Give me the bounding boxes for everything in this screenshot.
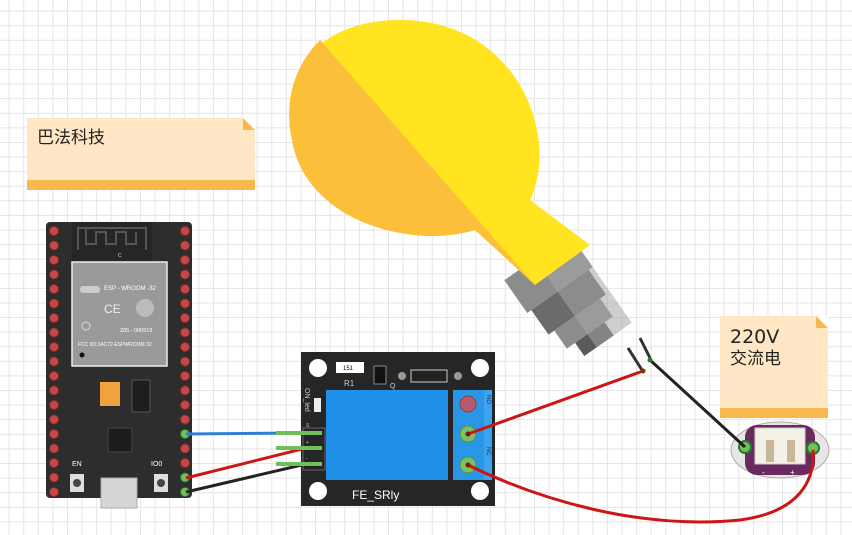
- gpio-pin[interactable]: [49, 356, 59, 367]
- gpio-pin[interactable]: [180, 327, 190, 338]
- module-name: ESP - WROOM -32: [104, 286, 157, 292]
- gpio-pin[interactable]: [180, 269, 190, 280]
- minus-label: -: [306, 456, 308, 462]
- gpio-pin[interactable]: [180, 342, 190, 352]
- s-label: S: [306, 423, 310, 429]
- espressif-logo-icon: [136, 299, 154, 317]
- gpio-pin[interactable]: [49, 327, 59, 338]
- gpio-pin[interactable]: [180, 356, 190, 367]
- note-voltage: 220V: [730, 326, 780, 348]
- gpio-pin[interactable]: [49, 400, 59, 410]
- note-text: 巴法科技: [37, 128, 105, 148]
- esp32-board[interactable]: C ESP - WROOM -32 CE 205 - 000519 FCC 9D…: [46, 222, 192, 509]
- note-power[interactable]: 220V 交流电: [720, 316, 828, 418]
- gpio-pin[interactable]: [180, 313, 190, 323]
- header-pin-gnd[interactable]: [276, 462, 322, 466]
- on-led-label: ON_led: [303, 388, 310, 412]
- gpio-pin[interactable]: [180, 240, 190, 251]
- antenna-mark: C: [118, 253, 122, 259]
- no-label: NO: [485, 395, 491, 404]
- plus-label: +: [306, 440, 309, 446]
- note-resize-bar[interactable]: [27, 180, 255, 190]
- header-pin-s[interactable]: [276, 431, 322, 435]
- nc-label: NC: [485, 447, 491, 456]
- wire-gnd[interactable]: [185, 462, 307, 494]
- micro-usb-port[interactable]: [100, 477, 138, 509]
- usb-chip: [107, 427, 133, 453]
- gpio-pin[interactable]: [49, 226, 59, 236]
- gpio-pin[interactable]: [49, 458, 59, 468]
- gpio-pin[interactable]: [49, 429, 59, 439]
- gpio-pin[interactable]: [180, 414, 190, 425]
- fcc-id: FCC 9D:2AC72-ESPWROOM 32: [78, 342, 152, 348]
- gpio-pin[interactable]: [180, 443, 190, 454]
- note-company[interactable]: 巴法科技: [27, 118, 255, 190]
- note-fold-icon: [816, 316, 828, 328]
- cert-code: 205 - 000519: [120, 328, 152, 334]
- relay-body: [326, 390, 448, 480]
- minus-pin-label: -: [762, 468, 765, 477]
- r1-label: R1: [344, 379, 355, 388]
- gpio-pin[interactable]: [180, 385, 190, 396]
- gpio-pin[interactable]: [49, 284, 59, 294]
- light-bulb[interactable]: [289, 20, 652, 371]
- q-label: Q: [390, 383, 396, 390]
- gpio-pin[interactable]: [49, 342, 59, 352]
- gpio-pin[interactable]: [180, 371, 190, 381]
- pin-headers: [49, 226, 190, 497]
- plus-pin-label: +: [790, 468, 795, 477]
- transistor: [373, 365, 387, 385]
- ce-mark: CE: [104, 302, 121, 316]
- gpio-pin[interactable]: [49, 298, 59, 309]
- gpio-pin[interactable]: [49, 472, 59, 483]
- en-label: EN: [72, 461, 82, 468]
- cert-icon: [81, 321, 91, 331]
- gpio-pin[interactable]: [49, 255, 59, 265]
- antenna-trace: [77, 227, 147, 250]
- note-ac: 交流电: [730, 349, 781, 369]
- wire-vcc[interactable]: [185, 446, 307, 480]
- power-connector[interactable]: - +: [730, 421, 830, 479]
- diode: [410, 369, 448, 383]
- gpio-pin[interactable]: [49, 385, 59, 396]
- header-pin-vcc[interactable]: [276, 446, 322, 450]
- gpio-pin[interactable]: [49, 414, 59, 425]
- resistor-value: 151: [343, 366, 354, 372]
- gpio-pin[interactable]: [180, 226, 190, 236]
- wire-load-live[interactable]: [467, 369, 644, 436]
- relay-name: FE_SRly: [352, 488, 399, 502]
- gpio-pin[interactable]: [49, 269, 59, 280]
- gpio-pin[interactable]: [180, 284, 190, 294]
- gpio-pin[interactable]: [49, 443, 59, 454]
- on-led: [314, 398, 321, 412]
- note-resize-bar[interactable]: [720, 408, 828, 418]
- gpio-pin[interactable]: [49, 487, 59, 497]
- gpio-pin[interactable]: [49, 240, 59, 251]
- gpio-pin[interactable]: [49, 371, 59, 381]
- gpio-pin[interactable]: [180, 255, 190, 265]
- gpio-pin[interactable]: [180, 458, 190, 468]
- gpio-pin[interactable]: [49, 313, 59, 323]
- gpio-pin[interactable]: [180, 298, 190, 309]
- capacitor: [100, 382, 120, 406]
- gpio-pin[interactable]: [180, 400, 190, 410]
- note-fold-icon: [243, 118, 255, 130]
- relay-module[interactable]: 151 R1 Q ON_led FE_SRly NO NC S + -: [276, 352, 495, 506]
- io0-label: IO0: [151, 461, 162, 468]
- resistor-r1: [336, 362, 364, 373]
- wire-load-neutral[interactable]: [648, 358, 747, 449]
- wire-supply-live[interactable]: [467, 449, 815, 524]
